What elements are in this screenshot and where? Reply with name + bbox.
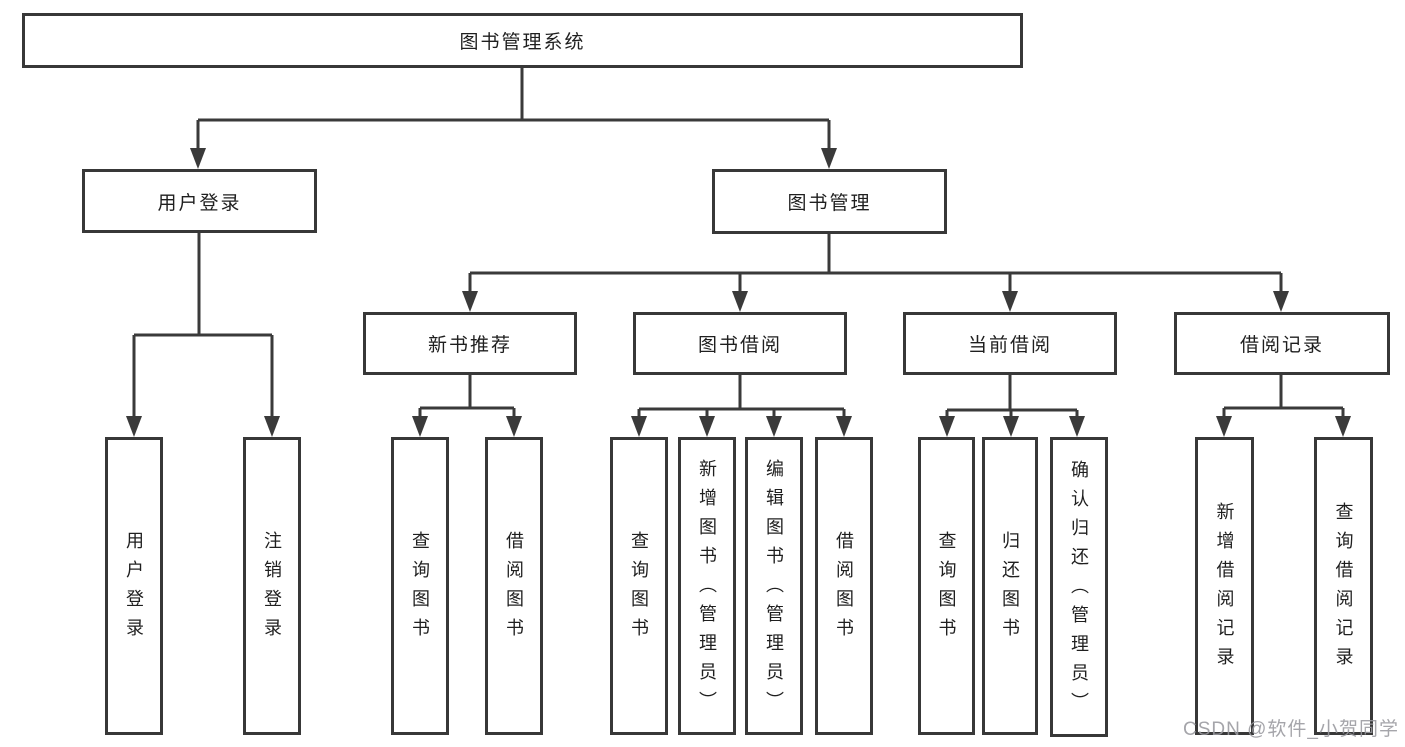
leaf-record-query: 查询借阅记录 (1314, 437, 1373, 735)
leaf-borrow-edit-admin: 编辑图书（管理员） (745, 437, 803, 735)
leaf-newbook-borrow: 借阅图书 (485, 437, 543, 735)
leaf-logout: 注销登录 (243, 437, 301, 735)
node-book-borrow: 图书借阅 (633, 312, 847, 375)
leaf-borrow-borrow: 借阅图书 (815, 437, 873, 735)
watermark: CSDN @软件_小贺同学 (1183, 719, 1399, 740)
leaf-current-return: 归还图书 (982, 437, 1038, 735)
node-book-management: 图书管理 (712, 169, 947, 234)
node-root-system: 图书管理系统 (22, 13, 1023, 68)
node-borrow-record: 借阅记录 (1174, 312, 1390, 375)
leaf-borrow-query: 查询图书 (610, 437, 668, 735)
leaf-borrow-add-admin: 新增图书（管理员） (678, 437, 736, 735)
leaf-record-add: 新增借阅记录 (1195, 437, 1254, 735)
leaf-current-query: 查询图书 (918, 437, 975, 735)
node-new-book-recommend: 新书推荐 (363, 312, 577, 375)
arrowheads (126, 148, 1351, 437)
leaf-user-login: 用户登录 (105, 437, 163, 735)
node-current-borrow: 当前借阅 (903, 312, 1117, 375)
leaf-newbook-query: 查询图书 (391, 437, 449, 735)
connector-strokes (132, 68, 1345, 424)
leaf-current-confirm-admin: 确认归还（管理员） (1050, 437, 1108, 737)
node-user-login: 用户登录 (82, 169, 317, 233)
